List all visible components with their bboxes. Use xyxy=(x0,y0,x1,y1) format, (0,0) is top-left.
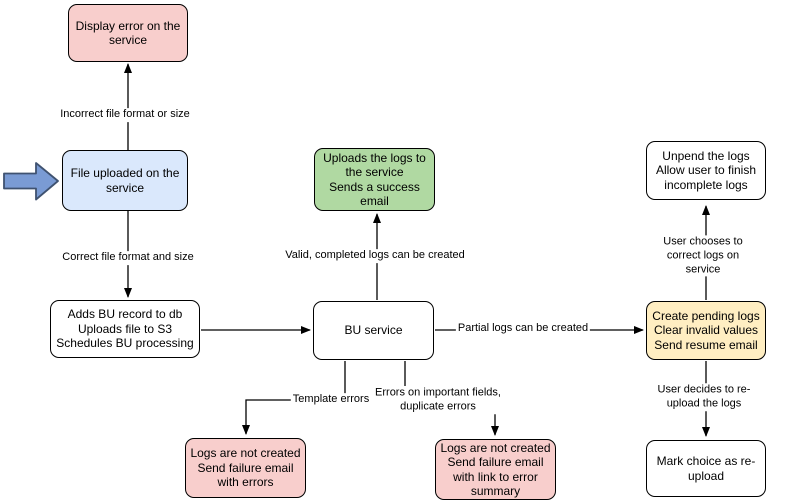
node-logs-not-created-summary: Logs are not created Send failure email … xyxy=(435,439,556,500)
edge-label-valid-logs: Valid, completed logs can be created xyxy=(283,249,467,263)
edge-label-user-reuploads: User decides to re-upload the logs xyxy=(655,383,753,411)
node-adds-bu-record: Adds BU record to db Uploads file to S3 … xyxy=(50,300,200,358)
node-mark-choice-reupload: Mark choice as re- upload xyxy=(646,440,766,497)
edge-label-field-errors: Errors on important fields, duplicate er… xyxy=(373,386,503,414)
edge-label-user-corrects: User chooses to correct logs on service xyxy=(654,235,752,277)
node-logs-not-created-errors: Logs are not created Send failure email … xyxy=(185,438,306,498)
node-create-pending-logs: Create pending logs Clear invalid values… xyxy=(646,301,766,360)
edge-label-correct-format: Correct file format and size xyxy=(60,251,196,265)
edge-label-template-errors: Template errors xyxy=(290,393,372,407)
edge-label-partial-logs: Partial logs can be created xyxy=(455,322,591,336)
node-unpend-logs: Unpend the logs Allow user to finish inc… xyxy=(646,141,766,200)
entry-block-arrow-icon xyxy=(3,162,59,201)
edge-label-incorrect-format: Incorrect file format or size xyxy=(58,108,192,122)
node-bu-service: BU service xyxy=(313,301,434,360)
node-display-error: Display error on the service xyxy=(68,4,188,62)
node-uploads-logs-success: Uploads the logs to the service Sends a … xyxy=(314,148,435,211)
node-file-uploaded: File uploaded on the service xyxy=(62,150,188,211)
